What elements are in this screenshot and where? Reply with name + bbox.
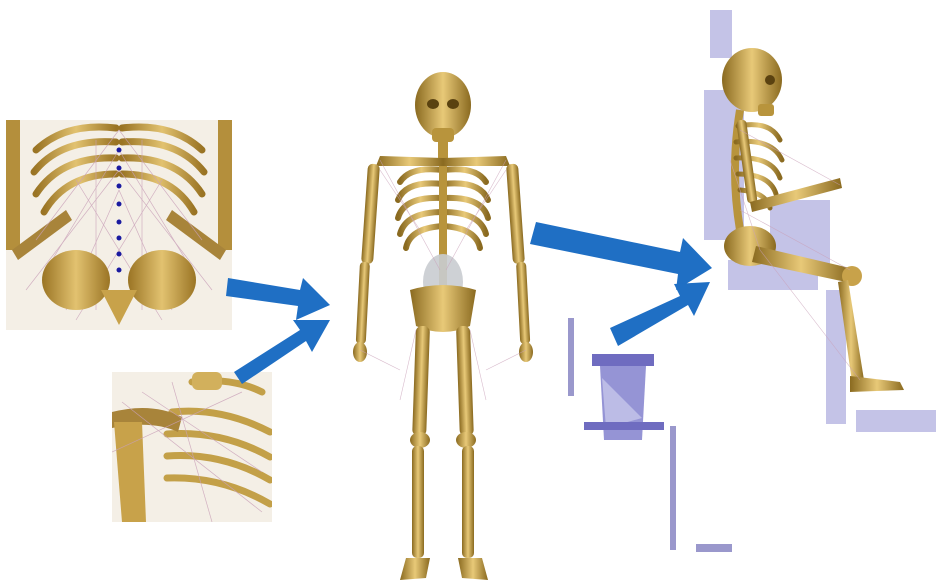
arrow-lumbar-to-body xyxy=(226,278,330,320)
full-body-standing xyxy=(340,70,550,586)
skeleton-front-icon xyxy=(353,72,533,580)
arrow-shoulder-to-body xyxy=(234,320,330,384)
seated-posture xyxy=(700,10,940,440)
skeleton-seated-icon xyxy=(704,10,936,432)
arrow-body-to-seated xyxy=(530,222,712,290)
